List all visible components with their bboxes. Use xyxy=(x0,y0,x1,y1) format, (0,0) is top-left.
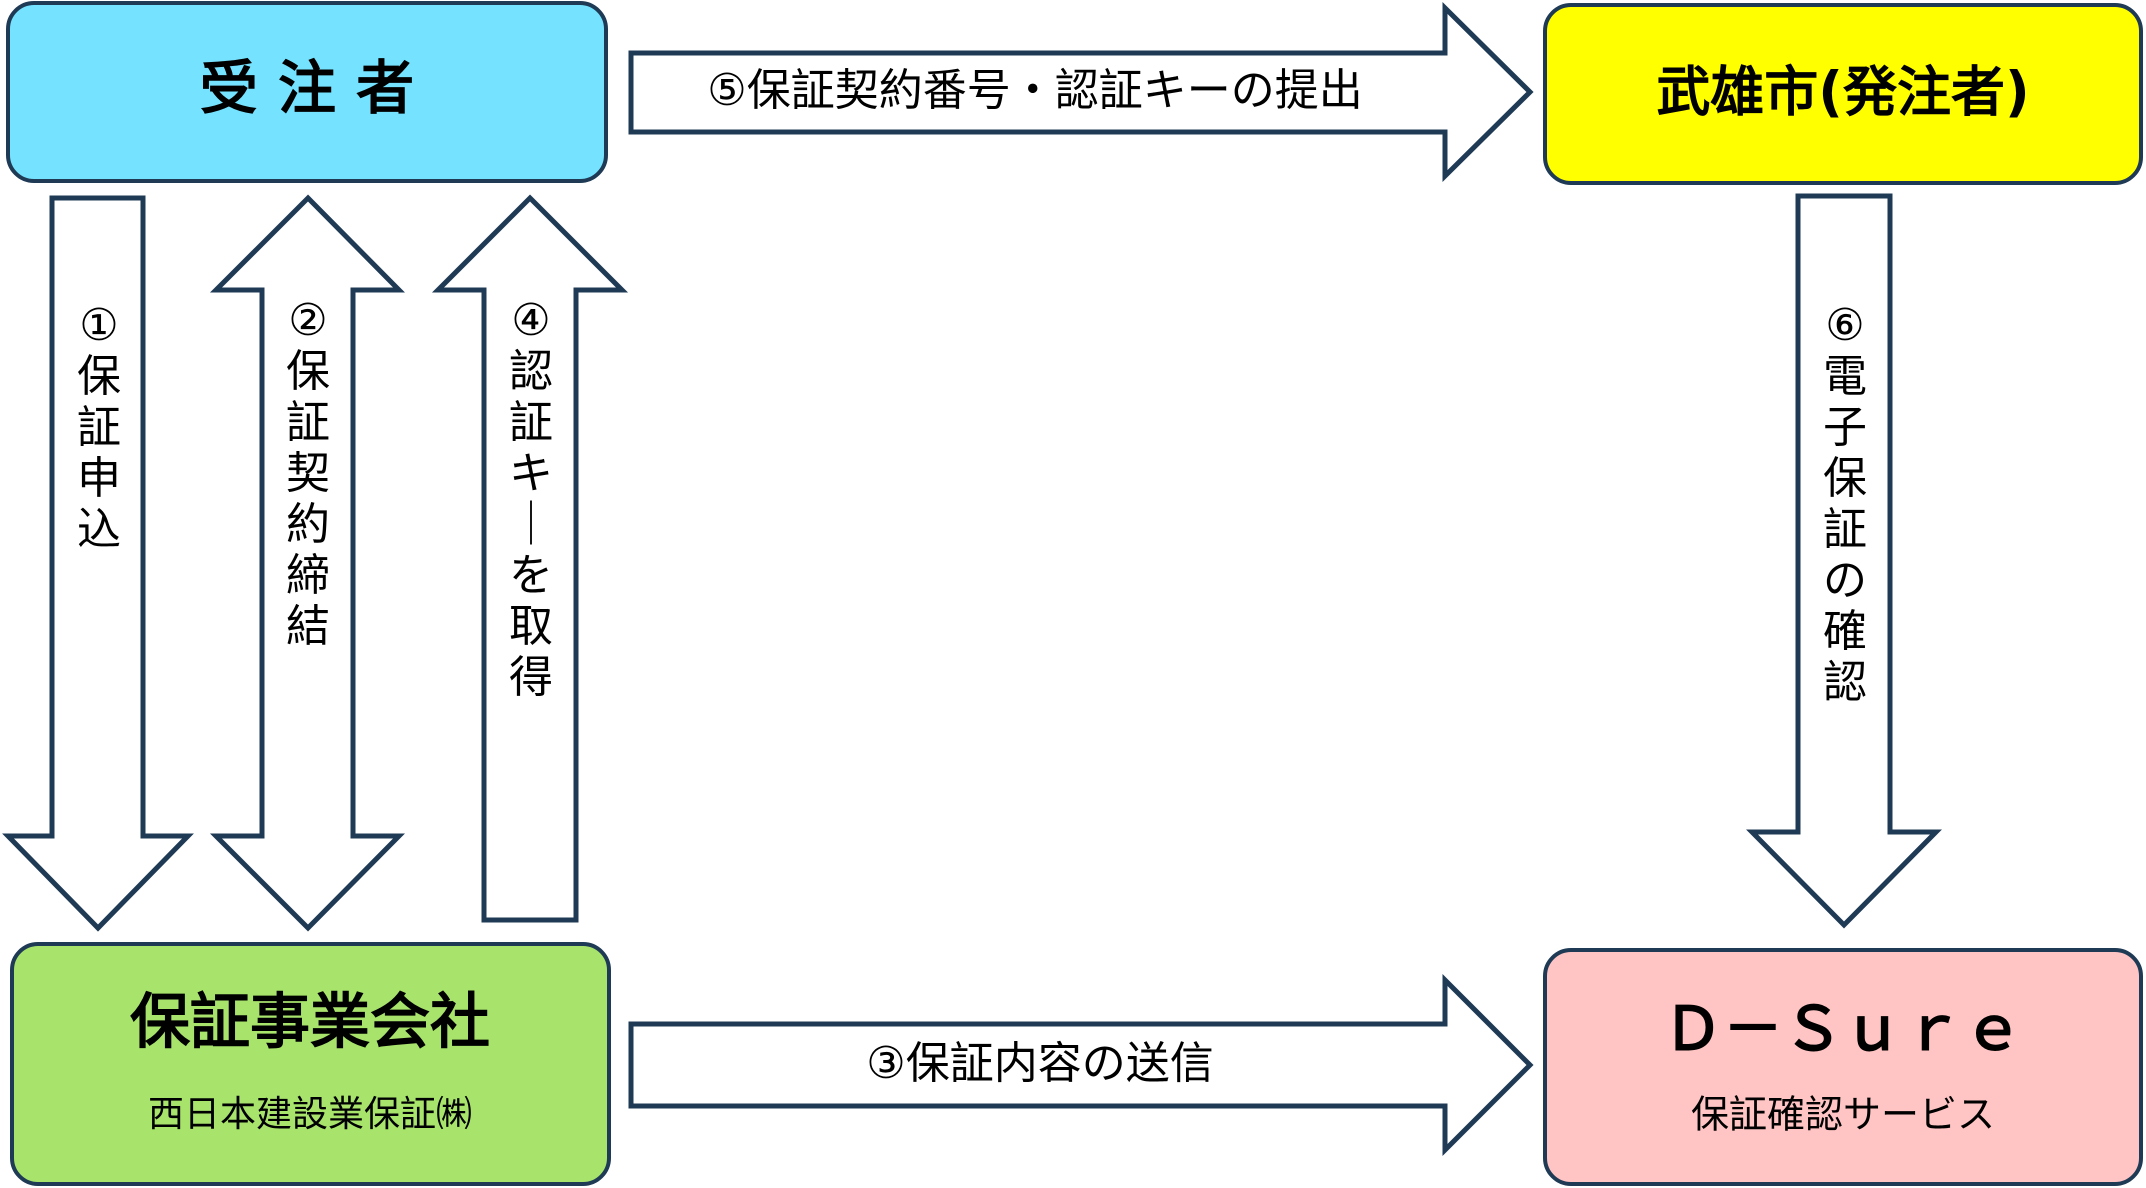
node-city-title: 武雄市(発注者) xyxy=(1656,61,2029,124)
arrow-3-transmit: ③保証内容の送信 xyxy=(628,973,1534,1157)
arrow-5-label: ⑤保証契約番号・認証キーの提出 xyxy=(707,65,1362,116)
arrow-4-shape xyxy=(431,194,629,923)
arrow-3-shape xyxy=(628,973,1534,1157)
node-dsure-title: Ｄ－Ｓｕｒｅ xyxy=(1663,995,2023,1065)
arrow-5-submission: ⑤保証契約番号・認証キーの提出 xyxy=(628,2,1534,182)
node-contractor-title: 受 注 者 xyxy=(200,54,414,122)
arrow-1-shape xyxy=(2,195,194,932)
node-dsure-subtitle: 保証確認サービス xyxy=(1691,1093,1995,1137)
node-guarantor-subtitle: 西日本建設業保証㈱ xyxy=(148,1094,472,1135)
node-contractor: 受 注 者 xyxy=(6,1,608,183)
arrow-2-shape xyxy=(209,194,405,932)
arrow-5-shape xyxy=(628,2,1534,182)
arrow-3-label: ③保証内容の送信 xyxy=(866,1038,1213,1089)
node-dsure: Ｄ－Ｓｕｒｅ 保証確認サービス xyxy=(1543,948,2143,1186)
node-guarantor: 保証事業会社 西日本建設業保証㈱ xyxy=(10,942,611,1186)
arrow-6-shape xyxy=(1746,193,1942,929)
node-city: 武雄市(発注者) xyxy=(1543,3,2143,185)
node-guarantor-title: 保証事業会社 xyxy=(130,988,490,1058)
